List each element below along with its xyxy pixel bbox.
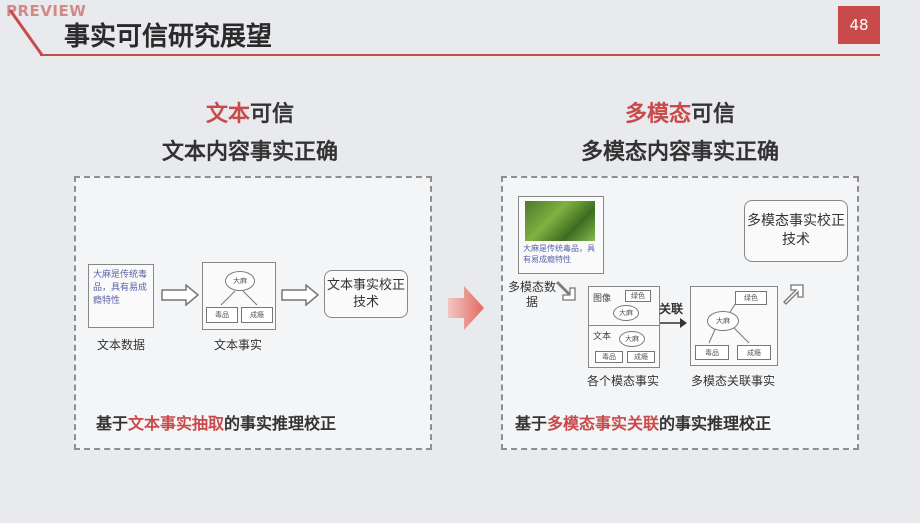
center-arrow-icon: [448, 286, 484, 330]
right-bottom-a: 基于: [515, 414, 548, 433]
left-doc-handwriting: 大麻是传统毒品，具有易成瘾特性: [93, 270, 148, 306]
right-assoc-graph: 绿色 大麻 毒品 成瘾: [690, 286, 778, 366]
left-fact-node-right: 成瘾: [241, 307, 273, 323]
right-assoc-node-dupin: 毒品: [695, 345, 729, 360]
right-assoc-node-dama: 大麻: [707, 311, 739, 331]
right-heading-rest: 可信: [691, 102, 736, 127]
page-number-badge: 48: [838, 6, 880, 44]
header-slant-decoration: [8, 9, 44, 56]
right-assoc-node-chengyin: 成瘾: [737, 345, 771, 360]
left-fact-links: [220, 290, 258, 306]
left-text-document: 大麻是传统毒品，具有易成瘾特性: [88, 264, 154, 328]
left-bottom-b: 文本事实抽取: [128, 414, 225, 433]
right-assoc-node-green: 绿色: [735, 291, 767, 305]
right-bottom-caption: 基于多模态事实关联的事实推理校正: [515, 410, 771, 434]
right-each-divider: [589, 325, 659, 326]
cannabis-image: [525, 201, 595, 241]
right-each-label: 各个模态事实: [586, 374, 659, 388]
right-image-tag: 图像: [593, 294, 612, 304]
left-heading-accent: 文本: [205, 102, 250, 127]
left-heading-rest: 可信: [250, 102, 295, 127]
left-fact-node-center: 大麻: [225, 271, 255, 291]
right-assoc-label: 多模态关联事实: [690, 374, 775, 388]
left-bottom-caption: 基于文本事实抽取的事实推理校正: [96, 410, 336, 434]
right-each-node-green: 绿色: [625, 290, 651, 302]
left-tech-box: 文本事实校正技术: [324, 270, 408, 318]
preview-watermark: PREVIEW: [6, 2, 87, 20]
left-bottom-a: 基于: [96, 414, 129, 433]
left-heading: 文本可信: [150, 96, 350, 128]
right-heading-accent: 多模态: [624, 102, 691, 127]
right-tech-box: 多模态事实校正技术: [744, 200, 848, 262]
right-each-modality-box: 图像 绿色 大麻 文本 大麻 毒品 成瘾: [588, 286, 660, 368]
right-arrow-down-icon: [556, 281, 576, 301]
right-each-node-dupin: 毒品: [595, 351, 623, 363]
left-fact-label: 文本事实: [213, 338, 262, 352]
right-each-node-text-dama: 大麻: [619, 331, 645, 347]
left-fact-graph: 大麻 毒品 成瘾: [202, 262, 276, 330]
right-bottom-c: 的事实推理校正: [659, 414, 772, 433]
right-multimodal-doc: 大麻是传统毒品，具有易成瘾特性: [518, 196, 604, 274]
right-data-label: 多模态数据: [508, 280, 557, 309]
right-bottom-b: 多模态事实关联: [547, 414, 660, 433]
right-doc-handwriting: 大麻是传统毒品，具有易成瘾特性: [523, 244, 595, 264]
right-link-arrow-icon: [660, 318, 687, 328]
right-heading: 多模态可信: [580, 96, 780, 128]
left-arrow-1-icon: [161, 284, 200, 306]
left-fact-node-left: 毒品: [206, 307, 238, 323]
left-doc-label: 文本数据: [96, 338, 145, 352]
right-link-label: 关联: [659, 302, 684, 316]
header-rule: [40, 54, 880, 56]
left-arrow-2-icon: [281, 284, 320, 306]
right-each-node-image-dama: 大麻: [613, 305, 639, 321]
right-each-node-chengyin: 成瘾: [627, 351, 655, 363]
right-subheading: 多模态内容事实正确: [580, 140, 779, 165]
slide-title: 事实可信研究展望: [64, 22, 273, 52]
left-subheading: 文本内容事实正确: [161, 140, 338, 165]
left-bottom-c: 的事实推理校正: [224, 414, 337, 433]
right-arrow-up-icon: [783, 284, 804, 305]
right-text-tag: 文本: [593, 332, 612, 342]
